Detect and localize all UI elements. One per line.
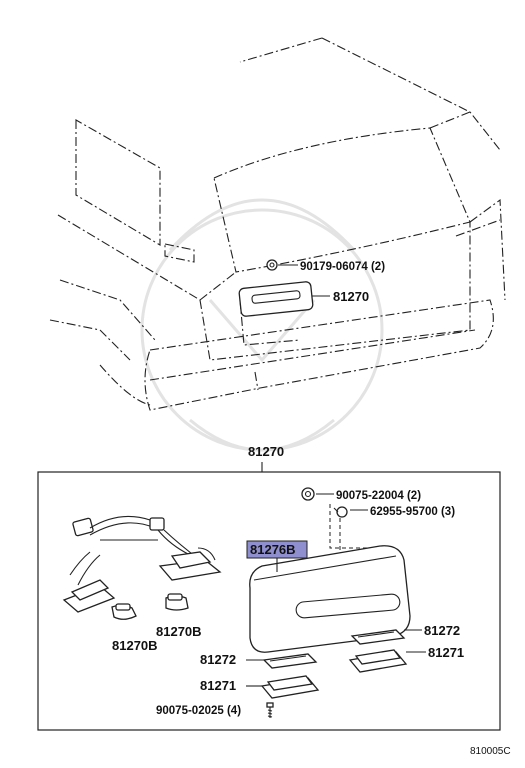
bolt-top: [266, 259, 278, 271]
label-screw: 90075-02025 (4): [156, 705, 241, 717]
lens-right: [350, 629, 406, 645]
label-clip-b: 62955-95700 (3): [370, 506, 455, 518]
label-assembly: 81270: [248, 444, 284, 459]
label-clip-a: 90075-22004 (2): [336, 490, 421, 502]
label-bulb-right: 81270B: [156, 624, 202, 639]
assembly-frame: [37, 471, 501, 731]
watermark-logo: [140, 198, 384, 452]
label-socket-right: 81271: [428, 645, 464, 660]
lamp-housing: [249, 545, 411, 653]
wiring-harness: [62, 515, 222, 613]
lens-left: [262, 653, 318, 669]
vehicle-license-lamp: [238, 281, 314, 317]
clip-a: [301, 487, 315, 501]
label-lens-left: 81272: [200, 652, 236, 667]
vehicle-rear-view: [49, 37, 506, 411]
socket-right: [348, 649, 408, 673]
label-lens-right: 81272: [424, 623, 460, 638]
label-bulb-left: 81270B: [112, 638, 158, 653]
label-housing: 81276B: [250, 542, 296, 557]
diagram-code: 810005C: [470, 746, 511, 757]
label-lamp-top: 81270: [333, 289, 369, 304]
label-socket-left: 81271: [200, 678, 236, 693]
bulb-left: [111, 603, 137, 620]
socket-left: [260, 675, 320, 699]
label-bolt-top: 90179-06074 (2): [300, 261, 385, 273]
clip-b: [333, 506, 348, 518]
bulb-right: [165, 593, 189, 611]
screw: [266, 702, 274, 718]
